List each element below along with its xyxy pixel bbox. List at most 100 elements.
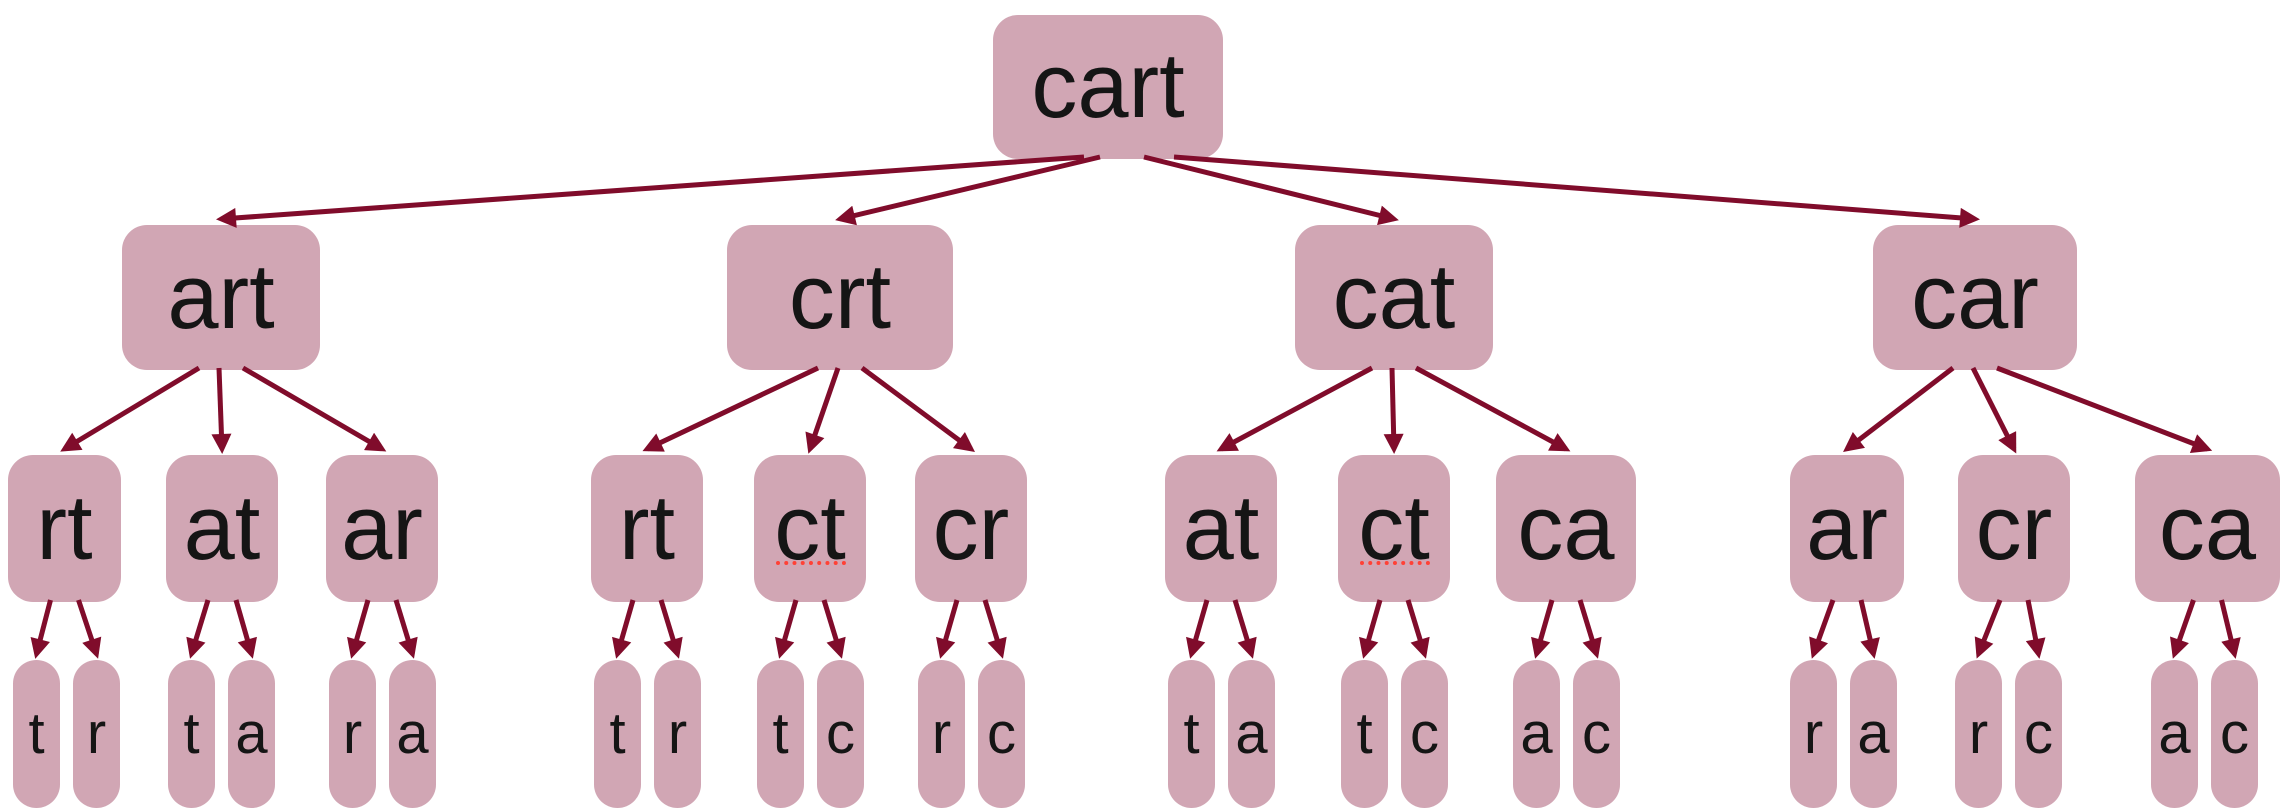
- tree-edge: [1577, 599, 1602, 659]
- tree-leaf-a: a: [228, 660, 275, 808]
- leaf-label: t: [1183, 701, 1200, 767]
- node-label: car: [1911, 245, 2039, 348]
- tree-edge: [1143, 154, 1399, 226]
- leaf-label: r: [1803, 701, 1824, 767]
- tree-leaf-a: a: [1513, 660, 1560, 808]
- node-label: cat: [1332, 245, 1456, 348]
- tree-edge: [1359, 599, 1383, 659]
- leaf-label: c: [2024, 701, 2053, 767]
- leaf-label: c: [987, 701, 1016, 767]
- tree-edge: [1996, 365, 2213, 453]
- tree-edge: [805, 367, 841, 454]
- leaf-label: c: [2220, 701, 2249, 767]
- tree-node-ca: ca: [1496, 455, 1636, 602]
- tree-edge: [1383, 367, 1404, 454]
- tree-node-cart: cart: [993, 15, 1223, 159]
- tree-node-rt: rt: [591, 455, 703, 602]
- node-label: ct: [774, 476, 846, 579]
- tree-leaf-r: r: [1790, 660, 1837, 808]
- leaf-label: r: [931, 701, 952, 767]
- tree-leaf-a: a: [2151, 660, 2198, 808]
- tree-edge: [1186, 599, 1210, 659]
- tree-edge: [1232, 599, 1257, 659]
- tree-node-cr: cr: [1958, 455, 2070, 602]
- leaf-label: r: [1968, 701, 1989, 767]
- tree-leaf-c: c: [2015, 660, 2062, 808]
- tree-node-cat: cat: [1295, 225, 1493, 370]
- leaf-label: r: [342, 701, 363, 767]
- leaf-label: a: [1520, 701, 1553, 767]
- tree-node-rt: rt: [8, 455, 121, 602]
- tree-leaf-r: r: [654, 660, 701, 808]
- tree-edge: [2025, 599, 2046, 659]
- tree-node-ct: ct: [1338, 455, 1450, 602]
- tree-leaf-c: c: [978, 660, 1025, 808]
- tree-node-at: at: [1165, 455, 1277, 602]
- tree-node-ar: ar: [1790, 455, 1904, 602]
- leaf-label: a: [2158, 701, 2191, 767]
- tree-edge: [186, 599, 211, 659]
- tree-edge: [821, 599, 846, 659]
- tree-leaf-r: r: [73, 660, 120, 808]
- node-label: at: [183, 476, 261, 579]
- tree-node-car: car: [1873, 225, 2077, 370]
- leaf-label: t: [28, 701, 45, 767]
- tree-node-at: at: [166, 455, 278, 602]
- tree-edge: [775, 599, 799, 659]
- leaf-label: t: [609, 701, 626, 767]
- tree-edge: [241, 365, 387, 452]
- tree-edge: [211, 367, 232, 454]
- tree-node-ca: ca: [2135, 455, 2280, 602]
- node-label: art: [167, 245, 275, 348]
- tree-leaf-r: r: [918, 660, 965, 808]
- tree-leaf-a: a: [1228, 660, 1275, 808]
- tree-leaf-a: a: [1850, 660, 1897, 808]
- tree-edge: [1970, 366, 2017, 454]
- tree-edge: [1858, 599, 1880, 659]
- leaf-label: a: [235, 701, 268, 767]
- tree-node-ar: ar: [326, 455, 438, 602]
- tree-edge: [1173, 154, 1980, 228]
- tree-edge: [658, 599, 683, 659]
- tree-node-crt: crt: [727, 225, 953, 370]
- node-label: crt: [788, 245, 892, 348]
- tree-edge: [1531, 599, 1555, 659]
- tree-leaf-r: r: [1955, 660, 2002, 808]
- tree-node-art: art: [122, 225, 320, 370]
- tree-edge: [982, 599, 1007, 659]
- leaf-label: t: [1356, 701, 1373, 767]
- tree-leaf-c: c: [1573, 660, 1620, 808]
- tree-edge: [1414, 365, 1571, 452]
- node-label: at: [1182, 476, 1260, 579]
- tree-edge: [2219, 599, 2241, 659]
- tree-edge: [1843, 366, 1955, 453]
- leaf-label: a: [1235, 701, 1268, 767]
- tree-leaf-a: a: [389, 660, 436, 808]
- tree-node-ct: ct: [754, 455, 866, 602]
- tree-leaf-r: r: [329, 660, 376, 808]
- tree-leaf-c: c: [817, 660, 864, 808]
- node-label: cr: [1975, 476, 2053, 579]
- node-label: rt: [618, 476, 676, 579]
- node-label: ca: [2158, 476, 2257, 579]
- node-label: ar: [341, 476, 423, 579]
- tree-edge: [2170, 599, 2196, 659]
- tree-edge: [347, 599, 371, 659]
- node-label: cr: [932, 476, 1010, 579]
- leaf-label: r: [667, 701, 688, 767]
- tree-edge: [835, 154, 1101, 226]
- node-label: ct: [1358, 476, 1430, 579]
- tree-leaf-c: c: [2211, 660, 2258, 808]
- tree-leaf-t: t: [1341, 660, 1388, 808]
- leaf-label: c: [1410, 701, 1439, 767]
- tree-edge: [30, 599, 53, 659]
- leaf-label: r: [86, 701, 107, 767]
- tree-leaf-t: t: [13, 660, 60, 808]
- tree-leaf-t: t: [594, 660, 641, 808]
- node-label: rt: [36, 476, 93, 579]
- tree-edge: [1405, 599, 1430, 659]
- tree-edge: [642, 365, 820, 452]
- tree-edge: [76, 599, 102, 659]
- node-label: ar: [1806, 476, 1888, 579]
